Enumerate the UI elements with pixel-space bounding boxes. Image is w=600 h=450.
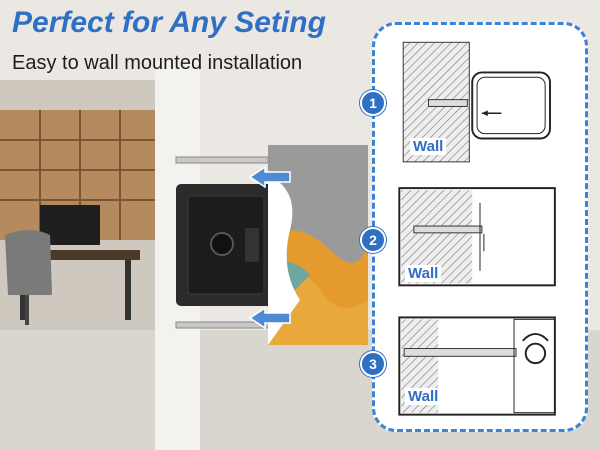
office-chair bbox=[5, 230, 52, 295]
rotate-icon bbox=[524, 342, 547, 365]
safe-dial bbox=[210, 232, 234, 256]
page-subtitle: Easy to wall mounted installation bbox=[12, 52, 303, 74]
step-number-1: 1 bbox=[360, 90, 386, 116]
wall-label-2: Wall bbox=[405, 265, 442, 282]
wall-label-3: Wall bbox=[405, 388, 442, 405]
desk bbox=[10, 250, 140, 260]
installation-steps-panel: 1 2 3 Wall Wall Wall bbox=[360, 22, 588, 432]
wall-label-1: Wall bbox=[410, 138, 447, 155]
arrow-left-icon bbox=[248, 306, 291, 330]
safe-diagram-1 bbox=[471, 71, 551, 140]
anchor-bolt-2 bbox=[413, 225, 483, 234]
installation-diagrams bbox=[398, 41, 556, 416]
page-title: Perfect for Any Seting bbox=[12, 6, 326, 39]
keypad-icon bbox=[245, 228, 259, 262]
wall-diagram-2 bbox=[398, 187, 556, 287]
arrow-left-icon bbox=[248, 165, 291, 189]
anchor-bolt-3 bbox=[403, 348, 517, 357]
anchor-bolt-1 bbox=[427, 99, 468, 107]
step-number-2: 2 bbox=[360, 227, 386, 253]
step-number-3: 3 bbox=[360, 351, 386, 377]
mounting-rail-bottom bbox=[175, 321, 269, 329]
mounting-rail-top bbox=[175, 156, 269, 164]
